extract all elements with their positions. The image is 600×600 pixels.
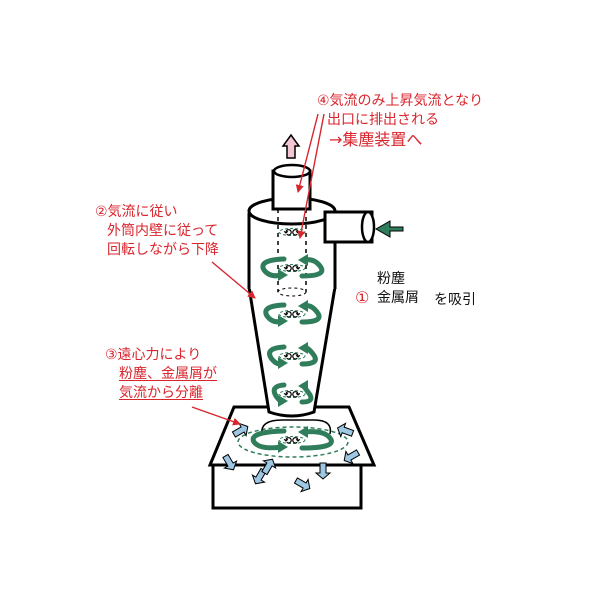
dust-particles xyxy=(222,422,361,493)
label-step2-line3: 回転しながら下降 xyxy=(107,242,219,258)
label-step3-line3: 気流から分離 xyxy=(119,385,203,401)
swirl-arrow-icon xyxy=(299,429,334,451)
swirl-arrow-icon xyxy=(278,315,288,327)
swirl-arrow-icon xyxy=(298,426,308,438)
label-step2-line2: 外筒内壁に従って xyxy=(107,223,219,239)
dust-particle-icon xyxy=(336,422,355,438)
inlet-arrow-icon xyxy=(374,220,404,238)
swirl-arrow-icon xyxy=(263,302,287,325)
swirl-arrow-icon xyxy=(298,300,308,312)
label-step1-line1: 粉塵 xyxy=(377,271,405,287)
swirl-arrow-icon xyxy=(278,441,288,453)
label-step4: ④気流のみ上昇気流となり 出口に排出される →集塵装置へ xyxy=(317,92,483,149)
swirl-arrow-icon xyxy=(298,342,308,354)
core-ellipse xyxy=(278,436,306,444)
exhaust-arrow-icon xyxy=(281,133,301,159)
dust-particle-icon xyxy=(222,453,238,471)
inner-swirl-icon: ⟲⟳ xyxy=(284,352,301,363)
swirl-arrow-icon xyxy=(298,254,308,266)
dust-particle-icon xyxy=(231,422,249,438)
label-step2-line1: ②気流に従い xyxy=(95,204,178,220)
dust-particle-icon xyxy=(293,477,311,493)
label-step1-marker: ① xyxy=(355,288,370,307)
core-ellipse xyxy=(278,264,306,272)
label-step1-suffix: を吸引 xyxy=(434,292,476,308)
outlet-pipe xyxy=(271,163,312,297)
label-step1: 粉塵 金属屑 xyxy=(377,270,419,308)
label-step3: ③遠心力により 粉塵、金属屑が 気流から分離 xyxy=(105,346,217,403)
swirl-arrow-icon xyxy=(278,269,288,281)
inner-swirl-icon: ⟲⟳ xyxy=(284,228,301,239)
label-step4-line3: →集塵装置へ xyxy=(329,130,423,149)
core-ellipse xyxy=(278,352,306,360)
dust-particle-icon xyxy=(343,449,361,465)
dust-particle-icon xyxy=(314,462,332,480)
inner-swirl-icon: ⟲⟳ xyxy=(284,390,301,401)
inner-swirl-icon: ⟲⟳ xyxy=(284,264,301,275)
dust-particle-icon xyxy=(261,458,277,476)
label-step3-line1: ③遠心力により xyxy=(105,347,202,363)
callout-lines xyxy=(191,113,325,426)
swirl-arrow-icon xyxy=(298,380,308,392)
swirl-arrow-icon xyxy=(299,257,325,279)
swirl-arrow-icon xyxy=(278,395,288,407)
label-step4-line2: 出口に排出される xyxy=(327,112,439,128)
swirl-flow xyxy=(250,254,334,453)
core-ellipse xyxy=(278,310,306,318)
swirl-arrow-icon xyxy=(260,256,287,279)
inner-swirl-icon: ⟲⟳ xyxy=(284,310,301,321)
inner-swirl-icon: ⟲⟳ xyxy=(284,436,301,447)
cyclone-cylinder xyxy=(247,196,337,289)
label-step1-line2: 金属屑 xyxy=(377,290,419,306)
core-ellipse xyxy=(278,390,306,398)
label-step4-line1: ④気流のみ上昇気流となり xyxy=(317,93,484,109)
swirl-arrow-icon xyxy=(250,428,287,451)
label-step2: ②気流に従い 外筒内壁に従って 回転しながら下降 xyxy=(95,203,219,260)
label-step3-line2: 粉塵、金属屑が xyxy=(119,366,217,382)
swirl-arrow-icon xyxy=(278,357,288,369)
inlet-pipe xyxy=(323,210,376,244)
